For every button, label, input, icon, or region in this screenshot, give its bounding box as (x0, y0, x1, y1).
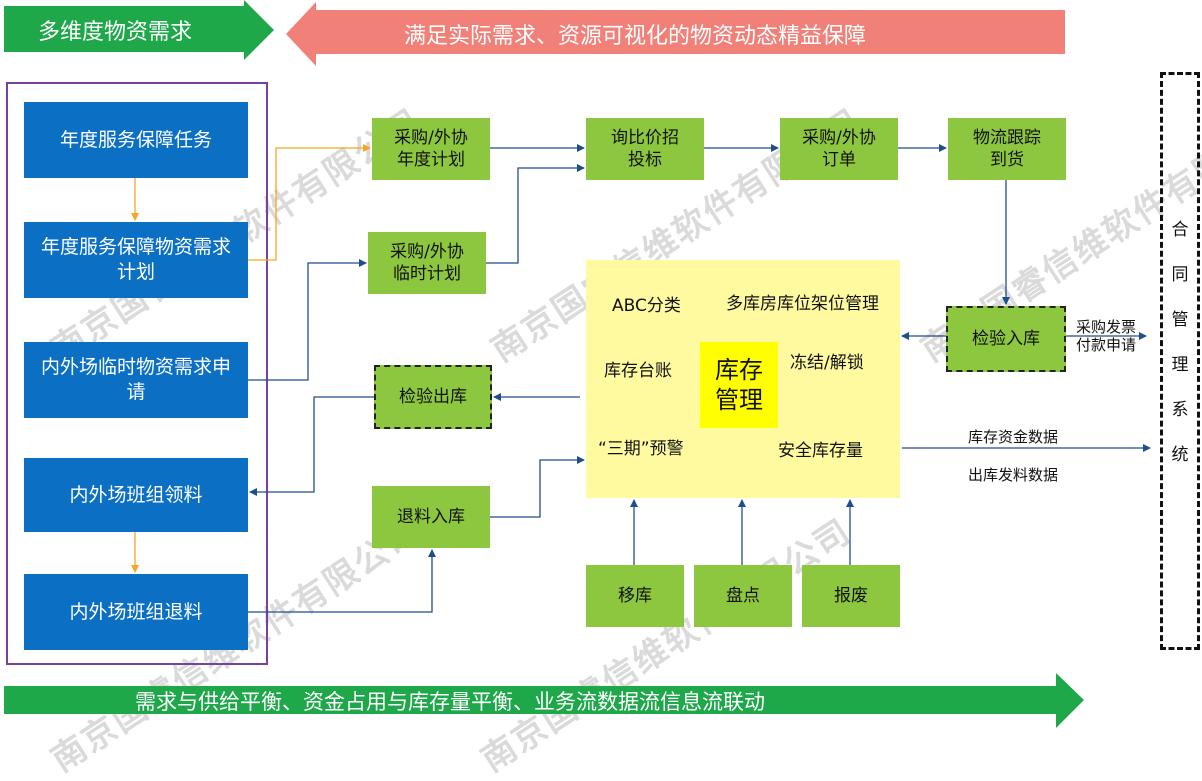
bottom-banner-text: 需求与供给平衡、资金占用与库存量平衡、业务流数据流信息流联动 (135, 690, 765, 714)
transfer-box[interactable]: 移库 (586, 565, 684, 627)
inventory-management-core[interactable]: 库存管理 (700, 342, 778, 428)
multi-warehouse-label: 多库房库位架位管理 (726, 294, 879, 314)
contract-char: 统 (1171, 445, 1189, 465)
temporary-purchase-plan-box[interactable]: 采购/外协临时计划 (368, 232, 486, 294)
annual-service-task-box[interactable]: 年度服务保障任务 (24, 102, 248, 178)
contract-management-system[interactable]: 合 同 管 理 系 统 (1160, 72, 1200, 650)
banner-shapes (4, 0, 1084, 728)
freeze-unlock-label: 冻结/解锁 (790, 353, 864, 373)
contract-char: 合 (1171, 220, 1189, 240)
stocktake-box[interactable]: 盘点 (694, 565, 792, 627)
arrow-temp-plan-to-bidding (486, 164, 585, 264)
temporary-demand-request-box[interactable]: 内外场临时物资需求申请 (24, 342, 248, 418)
contract-char: 同 (1171, 265, 1189, 285)
return-storage-box[interactable]: 退料入库 (372, 486, 490, 548)
connector-arrows (131, 144, 1151, 613)
contract-char: 管 (1171, 310, 1189, 330)
top-right-banner-arrow (286, 2, 1065, 66)
invoice-payment-label: 采购发票付款申请 (1076, 318, 1137, 354)
inventory-ledger-label: 库存台账 (604, 361, 672, 381)
top-right-banner-text: 满足实际需求、资源可视化的物资动态精益保障 (404, 24, 867, 49)
inbound-inspection-box[interactable]: 检验入库 (946, 306, 1066, 372)
top-left-banner-arrow (4, 0, 274, 60)
logistics-tracking-box[interactable]: 物流跟踪到货 (948, 118, 1066, 180)
purchase-order-box[interactable]: 采购/外协订单 (780, 118, 898, 180)
top-left-banner-text: 多维度物资需求 (38, 20, 193, 45)
demand-frame (6, 82, 268, 665)
arrow-team-return-to-return-storage (248, 549, 436, 613)
annual-material-demand-plan-box[interactable]: 年度服务保障物资需求计划 (24, 222, 248, 298)
outbound-inspection-box[interactable]: 检验出库 (374, 365, 492, 429)
issue-data-label: 出库发料数据 (968, 466, 1059, 484)
bidding-box[interactable]: 询比价招投标 (586, 118, 704, 180)
contract-char: 系 (1171, 400, 1189, 420)
arrow-plan-to-annual-purchase (248, 144, 371, 261)
arrow-outbound-to-requisition (249, 396, 374, 496)
bottom-banner-arrow (4, 673, 1084, 728)
arrow-return-storage-to-inventory (490, 456, 585, 518)
annual-purchase-plan-box[interactable]: 采购/外协年度计划 (372, 118, 490, 180)
abc-classification-label: ABC分类 (612, 296, 681, 316)
scrap-box[interactable]: 报废 (802, 565, 900, 627)
inventory-fund-data-label: 库存资金数据 (968, 428, 1059, 446)
three-periods-warning-label: “三期”预警 (598, 439, 684, 459)
arrow-temp-request-to-temp-plan (248, 259, 367, 381)
safety-stock-label: 安全库存量 (778, 441, 863, 461)
team-material-requisition-box[interactable]: 内外场班组领料 (24, 458, 248, 532)
contract-char: 理 (1171, 355, 1189, 375)
team-material-return-box[interactable]: 内外场班组退料 (24, 574, 248, 650)
